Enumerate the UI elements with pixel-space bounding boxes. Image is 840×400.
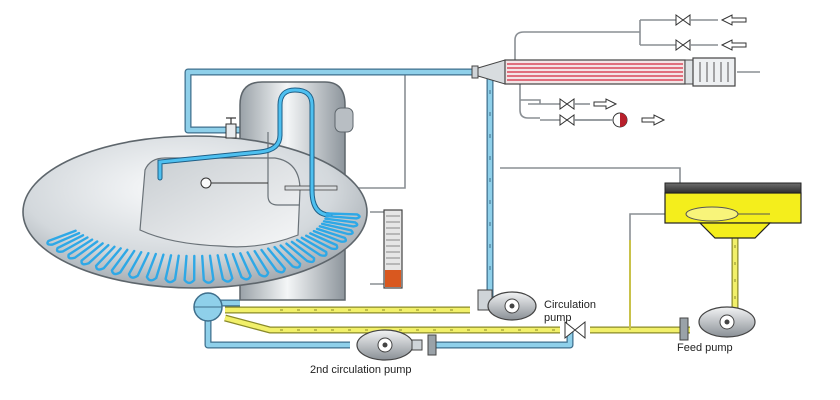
- second-circulation-pump-label: 2nd circulation pump: [310, 364, 412, 376]
- circulation-pump-label-line2: pump: [544, 312, 572, 324]
- circulation-pump-label-line1: Circulation: [544, 299, 596, 311]
- feed-tank: [664, 182, 802, 239]
- feed-piping: [224, 235, 739, 334]
- dome-valve-icon: [225, 117, 237, 139]
- circulation-pump: [477, 289, 537, 321]
- coil-hairpin-path: [46, 212, 361, 285]
- feed-pump: [679, 306, 756, 341]
- arrow-right-icon: [593, 98, 666, 126]
- feed-pump-label: Feed pump: [677, 342, 733, 354]
- coil-hairpins: [46, 212, 361, 285]
- valve-icon: [559, 14, 691, 126]
- level-gauge: [383, 209, 403, 289]
- labels: Circulation pump Feed pump 2nd circulati…: [310, 299, 733, 376]
- heat-exchanger: [471, 57, 736, 87]
- feed-valve-icon: [564, 320, 586, 340]
- evaporator-vessel: [22, 81, 368, 322]
- arrow-left-icon: [720, 14, 747, 51]
- second-circulation-pump: [356, 329, 437, 361]
- evaporator-coil: [46, 87, 361, 285]
- indicator-icon: [612, 112, 628, 128]
